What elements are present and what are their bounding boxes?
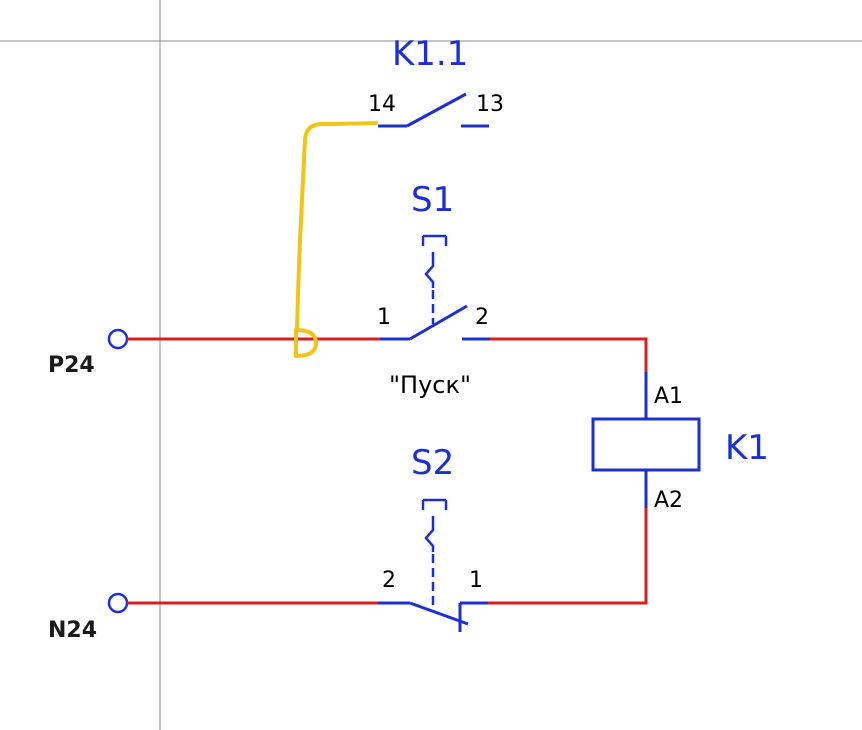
k11-contact-blade: [406, 92, 467, 128]
terminal-n24-icon[interactable]: [107, 592, 129, 614]
coil-k1-title: K1: [725, 428, 769, 468]
s1-contact-blade: [409, 304, 468, 341]
coil-k1[interactable]: [591, 417, 701, 472]
switch-s2[interactable]: [378, 498, 488, 632]
contact-k11[interactable]: [378, 92, 489, 128]
hand-drawn-wire-k11[interactable]: [294, 121, 378, 358]
switch-s2-pin-left: 2: [382, 568, 396, 593]
terminal-p24-label: P24: [48, 353, 95, 378]
switch-s1-title: S1: [411, 180, 454, 220]
switch-s1-pin-right: 2: [475, 305, 489, 330]
switch-s1[interactable]: [380, 234, 490, 341]
switch-s1-pin-left: 1: [377, 305, 391, 330]
contact-k11-pin-left: 14: [368, 92, 396, 117]
wire-s1-to-k1[interactable]: [490, 337, 648, 372]
s2-actuator-head: [421, 498, 448, 510]
s2-contact-blade: [409, 601, 469, 626]
contact-k11-pin-right: 13: [476, 92, 504, 117]
wire-k1-to-s2[interactable]: [488, 508, 648, 605]
terminal-p24-icon[interactable]: [107, 328, 129, 350]
coil-k1-pin-bottom: A2: [654, 488, 683, 513]
switch-s2-title: S2: [411, 443, 454, 483]
s1-actuator-head: [421, 234, 448, 246]
switch-s2-pin-right: 1: [469, 568, 483, 593]
terminal-n24-label: N24: [48, 618, 97, 643]
s2-actuator-spring: [424, 516, 435, 552]
contact-k11-title: K1.1: [392, 34, 468, 74]
switch-s1-caption: "Пуск": [389, 371, 471, 399]
coil-k1-pin-top: A1: [654, 384, 683, 409]
s1-actuator-spring: [424, 252, 435, 288]
